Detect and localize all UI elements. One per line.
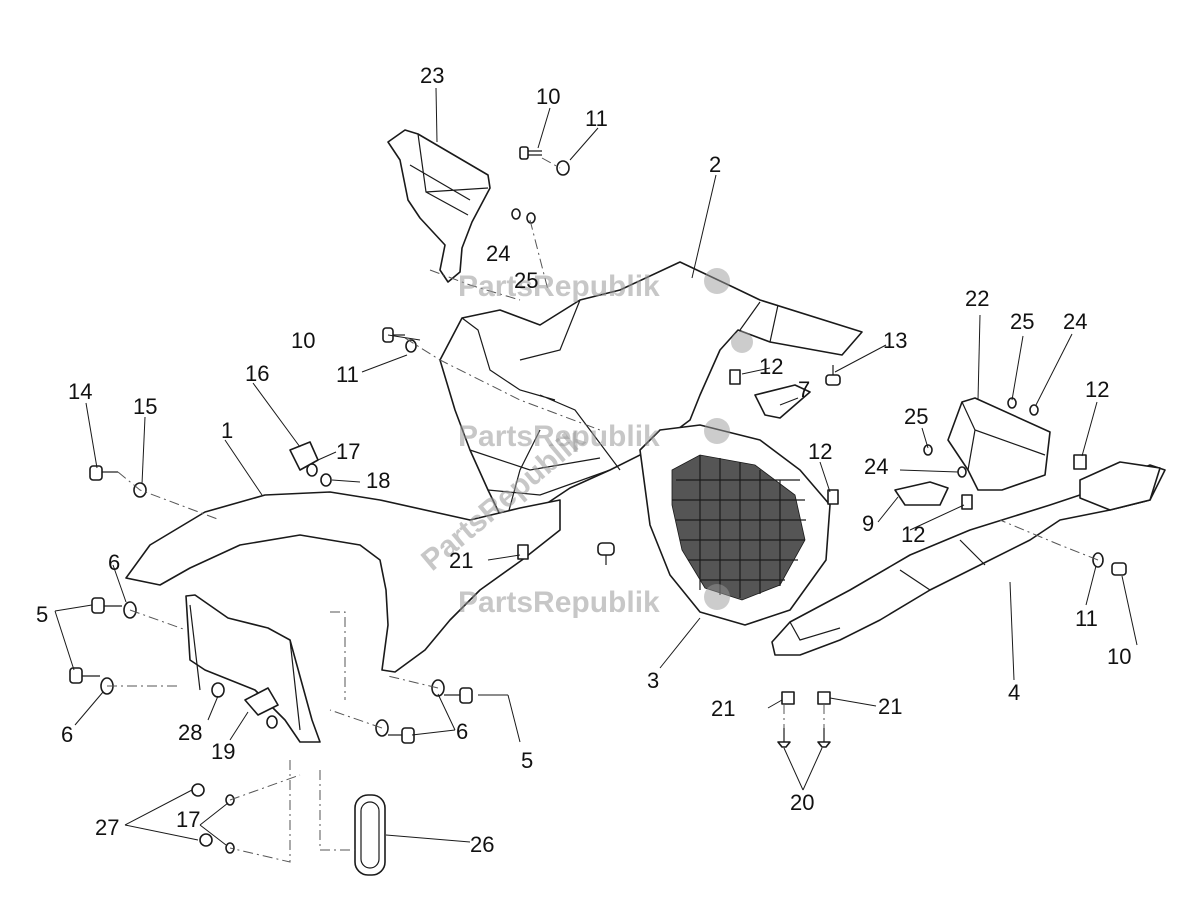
part-26-reflector[interactable] bbox=[354, 794, 386, 876]
callout-24b: 24 bbox=[864, 454, 888, 479]
screw-13[interactable] bbox=[825, 365, 841, 386]
nut-27-upper[interactable] bbox=[191, 783, 205, 797]
callout-23: 23 bbox=[420, 63, 444, 88]
nut-25-top[interactable] bbox=[526, 212, 536, 224]
clip-12-d[interactable] bbox=[1073, 454, 1087, 470]
callout-18: 18 bbox=[366, 468, 390, 493]
callout-11b: 11 bbox=[336, 362, 359, 387]
part-23-bracket[interactable] bbox=[387, 129, 521, 301]
washer-17-top[interactable] bbox=[306, 463, 318, 477]
screw-10-right[interactable] bbox=[1111, 562, 1127, 576]
watermark-3: PartsRepublik bbox=[458, 586, 660, 619]
callout-26: 26 bbox=[470, 832, 494, 857]
callout-25b: 25 bbox=[904, 404, 928, 429]
washer-24-top[interactable] bbox=[511, 208, 521, 220]
screw-10-top[interactable] bbox=[519, 146, 542, 160]
gear-icon bbox=[704, 268, 730, 294]
gear-icon bbox=[731, 331, 753, 353]
rivet-20-a[interactable] bbox=[777, 728, 791, 748]
clip-21-bottom-a[interactable] bbox=[781, 691, 795, 705]
clip-12-a[interactable] bbox=[729, 369, 741, 385]
callout-11c: 11 bbox=[1075, 606, 1098, 631]
nut-25-mid[interactable] bbox=[923, 444, 933, 456]
callout-5a: 5 bbox=[36, 602, 48, 627]
callout-20: 20 bbox=[790, 790, 814, 815]
callout-12d: 12 bbox=[1085, 377, 1109, 402]
callout-9: 9 bbox=[862, 511, 874, 536]
screw-10-mid[interactable] bbox=[382, 327, 405, 343]
callout-3: 3 bbox=[647, 668, 659, 693]
gear-icon bbox=[704, 418, 730, 444]
callout-6b: 6 bbox=[61, 722, 73, 747]
part-19-clip[interactable] bbox=[244, 687, 279, 716]
callout-27: 27 bbox=[95, 815, 119, 840]
clip-12-c[interactable] bbox=[961, 494, 973, 510]
callout-21c: 21 bbox=[878, 694, 902, 719]
push-rivet-center[interactable] bbox=[597, 542, 615, 565]
washer-11-top[interactable] bbox=[556, 160, 570, 176]
callout-10c: 10 bbox=[1107, 644, 1131, 669]
screw-5-upper-right[interactable] bbox=[444, 687, 473, 704]
callout-6a: 6 bbox=[108, 550, 120, 575]
callout-2: 2 bbox=[709, 152, 721, 177]
gear-icon bbox=[704, 584, 730, 610]
callout-13: 13 bbox=[883, 328, 907, 353]
callouts: 1 2 3 4 5 5 6 6 6 7 9 10 10 10 11 11 11 … bbox=[36, 63, 1131, 857]
nut-27-lower[interactable] bbox=[199, 833, 213, 847]
watermark-2: PartsRepublik bbox=[458, 420, 660, 453]
leader-lines bbox=[54, 87, 1138, 846]
washer-24-right[interactable] bbox=[1029, 404, 1039, 416]
callout-14: 14 bbox=[68, 379, 92, 404]
callout-7: 7 bbox=[798, 377, 810, 402]
callout-16: 16 bbox=[245, 361, 269, 386]
callout-25a: 25 bbox=[514, 268, 538, 293]
callout-12b: 12 bbox=[808, 439, 832, 464]
callout-12c: 12 bbox=[901, 522, 925, 547]
callout-24c: 24 bbox=[1063, 309, 1087, 334]
washer-24-mid[interactable] bbox=[957, 466, 967, 478]
callout-4: 4 bbox=[1008, 680, 1020, 705]
part-22-bracket[interactable] bbox=[947, 397, 1051, 491]
watermark-1: PartsRepublik bbox=[458, 270, 660, 303]
callout-21b: 21 bbox=[711, 696, 735, 721]
part-3-grille[interactable] bbox=[639, 424, 831, 626]
callout-10a: 10 bbox=[536, 84, 560, 109]
nut-18[interactable] bbox=[320, 473, 332, 487]
part-7-bracket[interactable] bbox=[754, 384, 811, 419]
screw-14[interactable] bbox=[89, 465, 118, 481]
part-9-bracket[interactable] bbox=[894, 481, 949, 506]
callout-11a: 11 bbox=[585, 106, 608, 131]
screw-5-upper-left[interactable] bbox=[91, 597, 122, 614]
clip-21-left[interactable] bbox=[517, 544, 529, 560]
callout-22: 22 bbox=[965, 286, 989, 311]
part-4-lower-panel[interactable] bbox=[771, 461, 1166, 656]
clip-21-bottom-b[interactable] bbox=[817, 691, 831, 705]
callout-19: 19 bbox=[211, 739, 235, 764]
clip-12-b[interactable] bbox=[827, 489, 839, 505]
callout-17b: 17 bbox=[176, 807, 200, 832]
callout-25c: 25 bbox=[1010, 309, 1034, 334]
screw-5-lower-right[interactable] bbox=[388, 727, 415, 744]
callout-6c: 6 bbox=[456, 719, 468, 744]
callout-12a: 12 bbox=[759, 354, 783, 379]
rivet-20-b[interactable] bbox=[817, 728, 831, 748]
callout-24a: 24 bbox=[486, 241, 510, 266]
part-1-front-fender[interactable] bbox=[125, 491, 561, 743]
nut-19[interactable] bbox=[266, 715, 278, 729]
callout-10b: 10 bbox=[291, 328, 315, 353]
callout-1: 1 bbox=[221, 418, 233, 443]
callout-28: 28 bbox=[178, 720, 202, 745]
callout-21a: 21 bbox=[449, 548, 473, 573]
callout-15: 15 bbox=[133, 394, 157, 419]
washer-28[interactable] bbox=[211, 682, 225, 698]
callout-5b: 5 bbox=[521, 748, 533, 773]
screw-5-lower-left[interactable] bbox=[69, 667, 100, 684]
callout-17a: 17 bbox=[336, 439, 360, 464]
